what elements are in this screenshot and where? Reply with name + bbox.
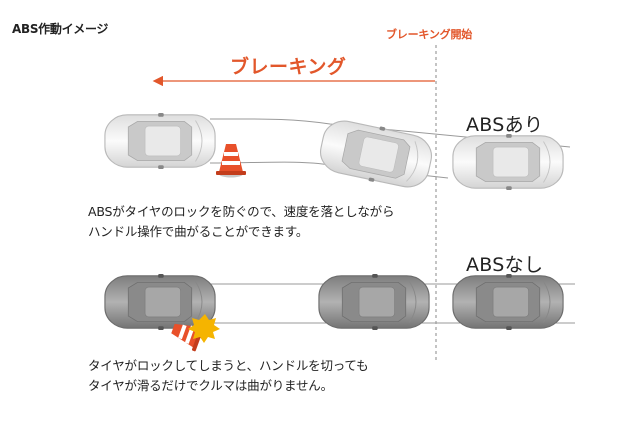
impact-burst-icon (188, 314, 220, 343)
abs-on-car-start (452, 134, 564, 190)
abs-off-car-braking (318, 274, 430, 330)
abs-off-description: タイヤがロックしてしまうと、ハンドルを切っても タイヤが滑るだけでクルマは曲がり… (88, 356, 369, 396)
abs-on-car-turning (104, 113, 216, 169)
braking-start-label: ブレーキング開始 (386, 28, 473, 41)
abs-on-description-line-2: ハンドル操作で曲がることができます。 (88, 224, 309, 239)
traffic-cone-icon (216, 144, 246, 178)
abs-on-description-line-1: ABSがタイヤのロックを防ぐので、速度を落としながら (88, 204, 395, 219)
abs-off-description-line-2: タイヤが滑るだけでクルマは曲がりません。 (88, 378, 333, 393)
abs-off-description-line-1: タイヤがロックしてしまうと、ハンドルを切っても (88, 358, 369, 373)
abs-on-description: ABSがタイヤのロックを防ぐので、速度を落としながら ハンドル操作で曲がることが… (88, 202, 394, 242)
abs-off-label: ABSなし (466, 254, 544, 276)
braking-label: ブレーキング (230, 56, 347, 78)
page-title: ABS作動イメージ (12, 22, 109, 36)
abs-on-car-braking (315, 114, 437, 194)
abs-off-car-start (452, 274, 564, 330)
abs-on-label: ABSあり (466, 114, 544, 136)
